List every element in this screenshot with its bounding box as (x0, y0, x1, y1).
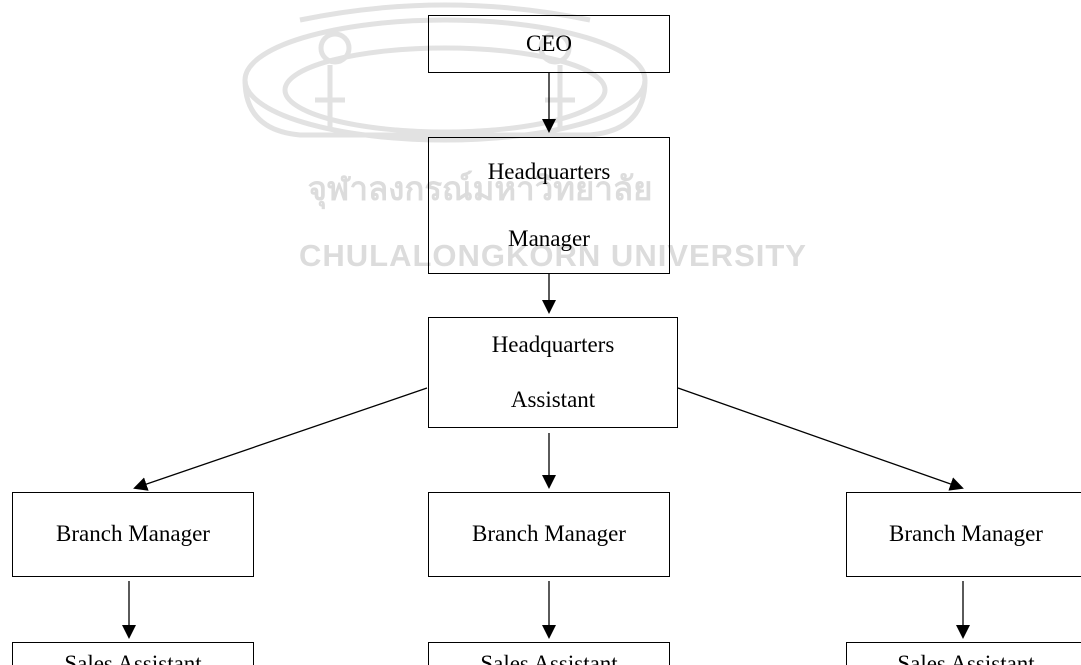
branch-manager-box-right: Branch Manager (846, 492, 1081, 577)
hq-assistant-box: Headquarters Assistant (428, 317, 678, 428)
watermark-english-text: CHULALONGKORN UNIVERSITY (299, 238, 807, 273)
sales-assistant-label: Sales Assistant (897, 651, 1035, 665)
hq-manager-box: Headquarters Manager (428, 137, 670, 274)
branch-manager-label: Branch Manager (56, 521, 210, 547)
sales-assistant-label: Sales Assistant (480, 651, 618, 665)
arrow-hq-assistant-to-branch-right (677, 387, 964, 491)
branch-manager-box-center: Branch Manager (428, 492, 670, 577)
sales-assistant-box-center: Sales Assistant (428, 642, 670, 665)
hq-assistant-label-line2: Assistant (510, 386, 596, 412)
hq-manager-label-line1: Headquarters (487, 158, 611, 184)
university-seal-icon (242, 2, 648, 143)
sales-assistant-box-left: Sales Assistant (12, 642, 254, 665)
sales-assistant-label: Sales Assistant (64, 651, 202, 665)
ceo-box: CEO (428, 15, 670, 73)
branch-manager-box-left: Branch Manager (12, 492, 254, 577)
hq-assistant-label-line1: Headquarters (491, 332, 615, 358)
branch-manager-label: Branch Manager (472, 521, 626, 547)
arrow-hq-assistant-to-branch-left (133, 387, 428, 491)
watermark-thai-text: จุฬาลงกรณ์มหาวิทยาลัย (308, 170, 653, 210)
branch-manager-label: Branch Manager (889, 521, 1043, 547)
ceo-label: CEO (526, 30, 572, 56)
sales-assistant-box-right: Sales Assistant (846, 642, 1081, 665)
hq-manager-label-line2: Manager (508, 226, 590, 252)
